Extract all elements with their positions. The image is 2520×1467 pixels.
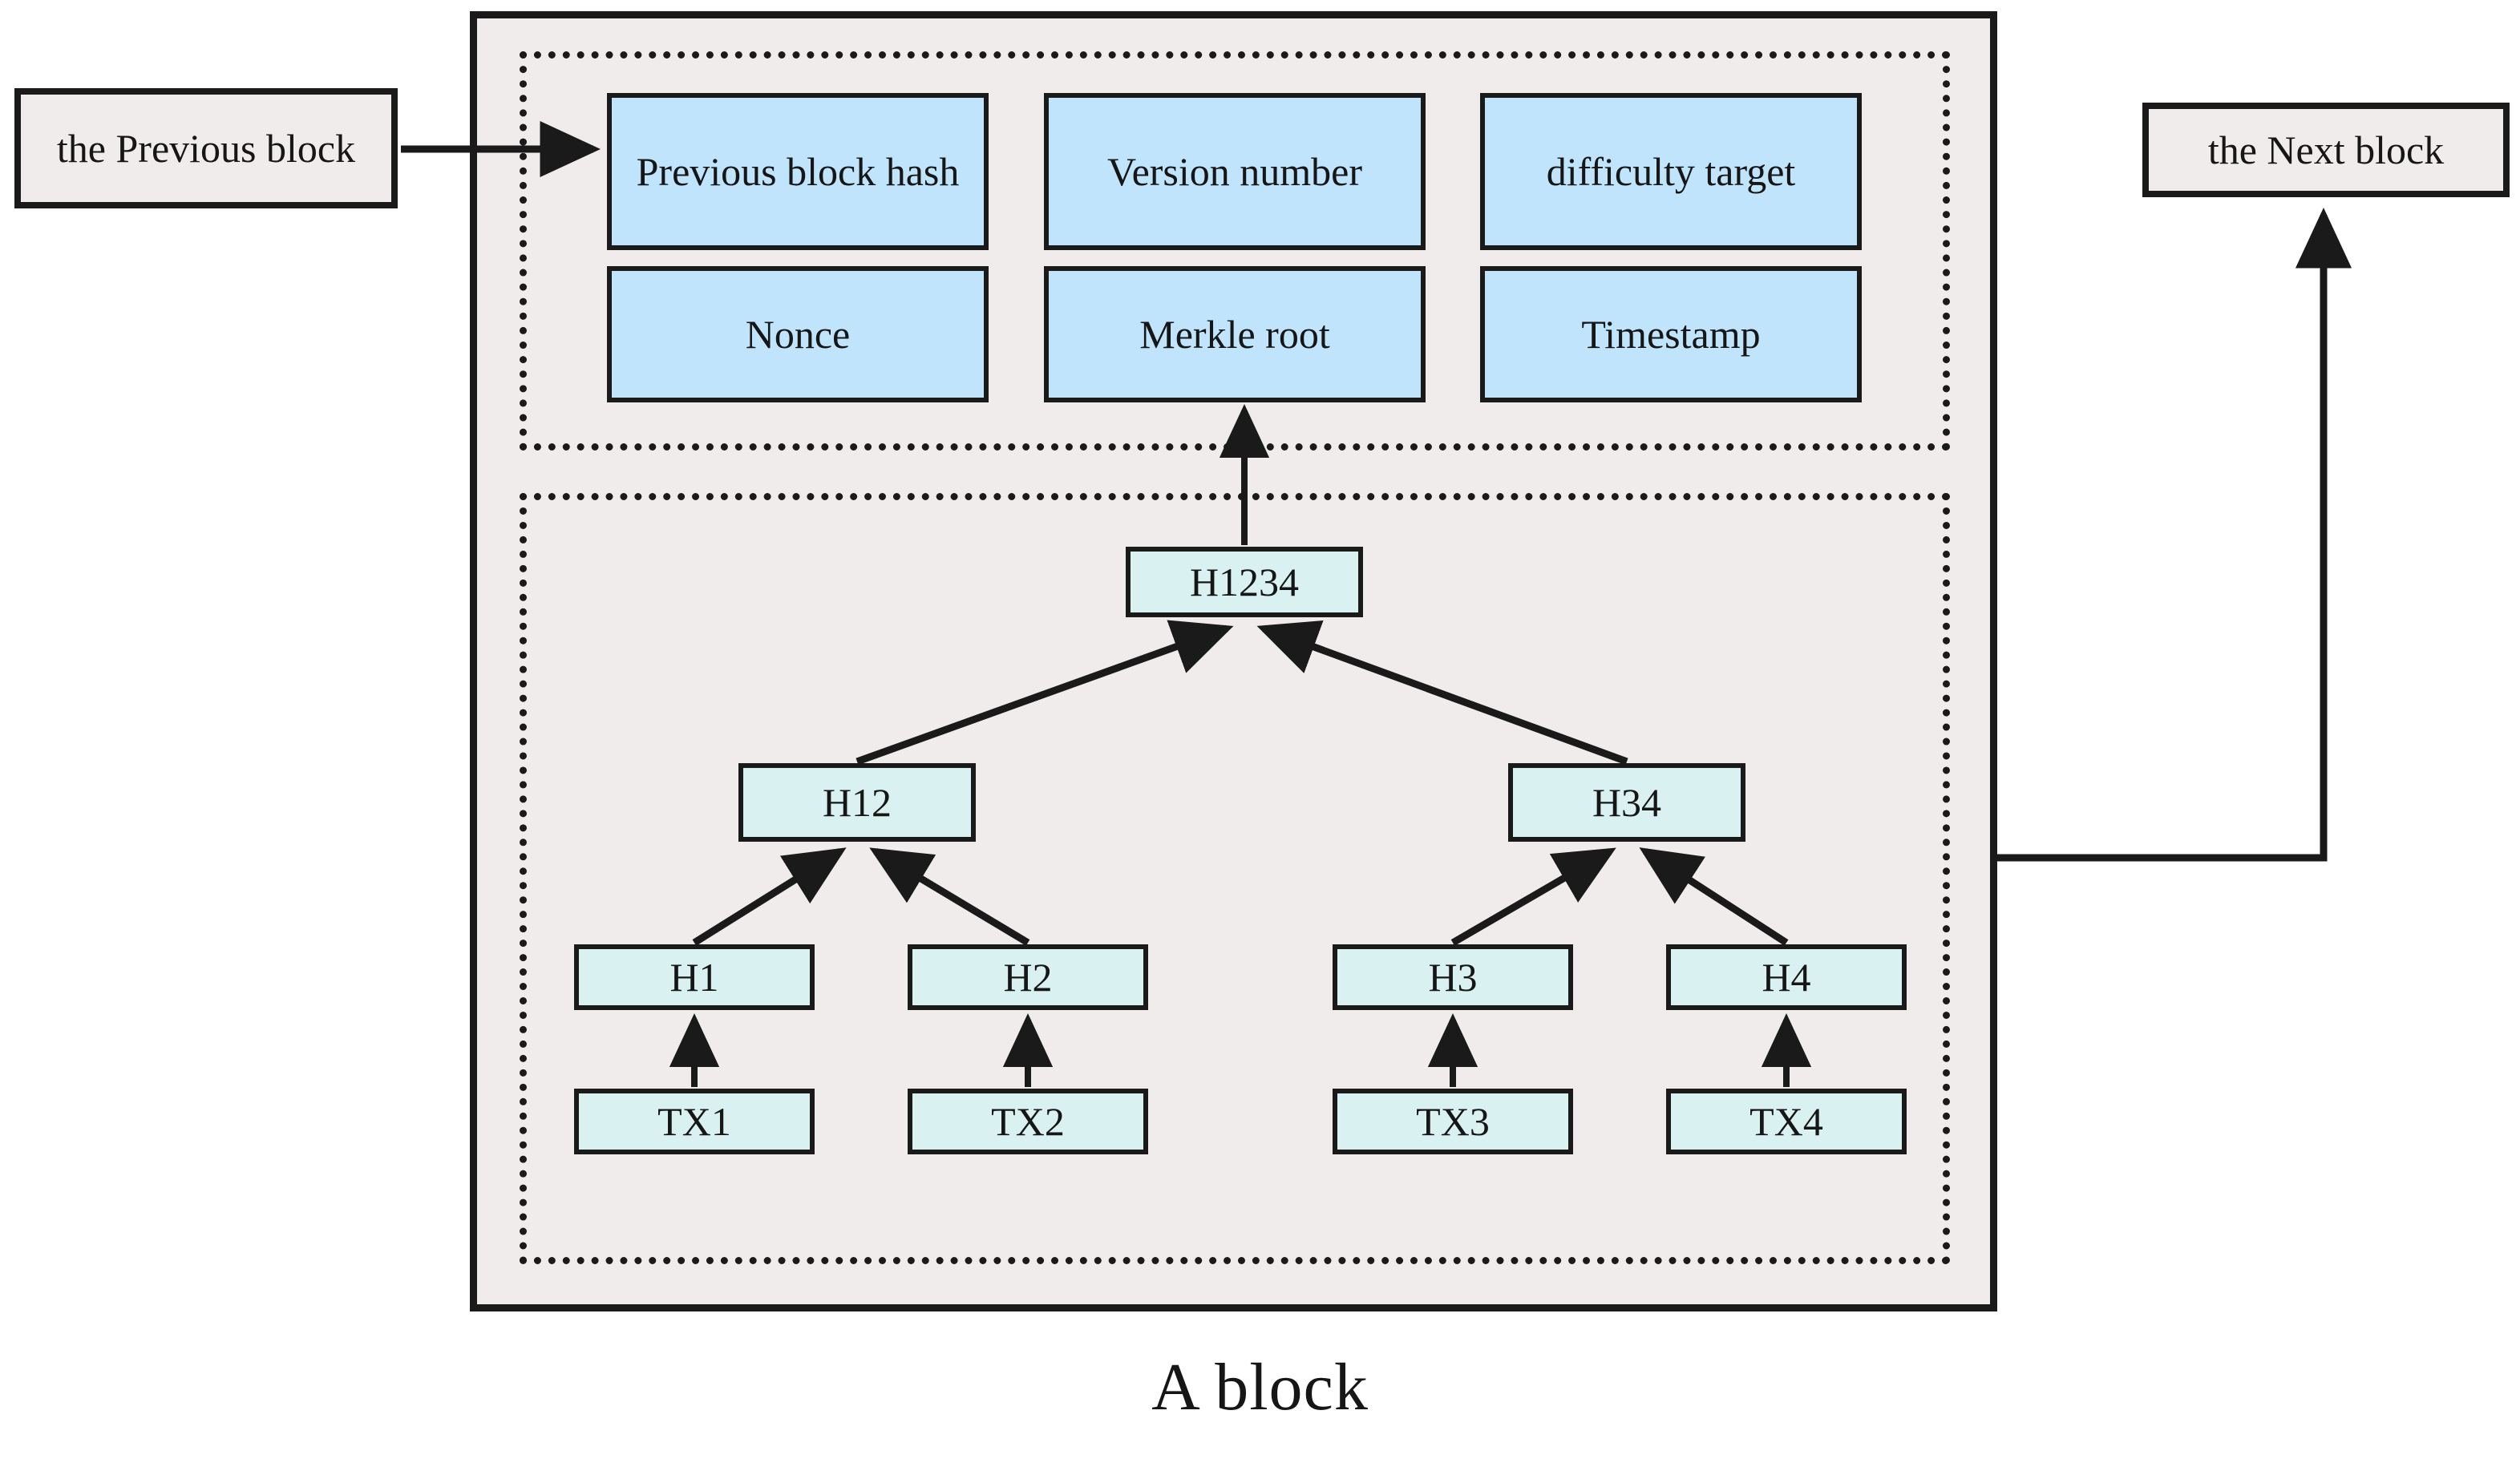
merkle-node-label: H12 bbox=[822, 779, 892, 825]
header-field-merkle-root[interactable]: Merkle root bbox=[1044, 266, 1426, 402]
transaction-node-tx4[interactable]: TX4 bbox=[1666, 1089, 1907, 1154]
previous-block-label: the Previous block bbox=[56, 125, 356, 171]
header-field-label: Merkle root bbox=[1139, 311, 1330, 357]
merkle-node-label: H2 bbox=[1003, 954, 1053, 1000]
diagram-caption: A block bbox=[1151, 1350, 1369, 1425]
merkle-node-label: H1 bbox=[669, 954, 719, 1000]
merkle-node-label: H1234 bbox=[1189, 559, 1300, 604]
merkle-node-h12[interactable]: H12 bbox=[738, 763, 976, 842]
merkle-node-h2[interactable]: H2 bbox=[908, 944, 1148, 1010]
transaction-node-tx1[interactable]: TX1 bbox=[574, 1089, 815, 1154]
merkle-node-h3[interactable]: H3 bbox=[1333, 944, 1573, 1010]
transaction-node-label: TX1 bbox=[657, 1098, 731, 1144]
header-field-label: Timestamp bbox=[1581, 311, 1761, 357]
header-field-nonce[interactable]: Nonce bbox=[607, 266, 989, 402]
header-field-label: Version number bbox=[1107, 148, 1362, 194]
header-field-timestamp[interactable]: Timestamp bbox=[1480, 266, 1862, 402]
header-field-label: Nonce bbox=[745, 311, 851, 357]
transaction-node-label: TX4 bbox=[1749, 1098, 1823, 1144]
next-block-label: the Next block bbox=[2207, 127, 2445, 172]
header-field-difficulty-target[interactable]: difficulty target bbox=[1480, 93, 1862, 250]
merkle-node-label: H4 bbox=[1762, 954, 1811, 1000]
header-field-version-number[interactable]: Version number bbox=[1044, 93, 1426, 250]
header-field-label: Previous block hash bbox=[636, 148, 960, 194]
header-field-label: difficulty target bbox=[1546, 148, 1796, 194]
merkle-node-h1234[interactable]: H1234 bbox=[1126, 547, 1363, 617]
transaction-node-label: TX3 bbox=[1416, 1098, 1490, 1144]
transaction-node-tx3[interactable]: TX3 bbox=[1333, 1089, 1573, 1154]
transaction-node-tx2[interactable]: TX2 bbox=[908, 1089, 1148, 1154]
merkle-node-h1[interactable]: H1 bbox=[574, 944, 815, 1010]
transaction-node-label: TX2 bbox=[991, 1098, 1065, 1144]
arrow-block-to-next-block bbox=[1997, 208, 2352, 862]
merkle-node-label: H3 bbox=[1428, 954, 1478, 1000]
merkle-tree-region bbox=[520, 493, 1950, 1264]
merkle-node-label: H34 bbox=[1592, 779, 1662, 825]
header-field-previous-block-hash[interactable]: Previous block hash bbox=[607, 93, 989, 250]
previous-block-box[interactable]: the Previous block bbox=[14, 88, 398, 208]
next-block-box[interactable]: the Next block bbox=[2142, 103, 2510, 197]
merkle-node-h34[interactable]: H34 bbox=[1508, 763, 1745, 842]
merkle-node-h4[interactable]: H4 bbox=[1666, 944, 1907, 1010]
